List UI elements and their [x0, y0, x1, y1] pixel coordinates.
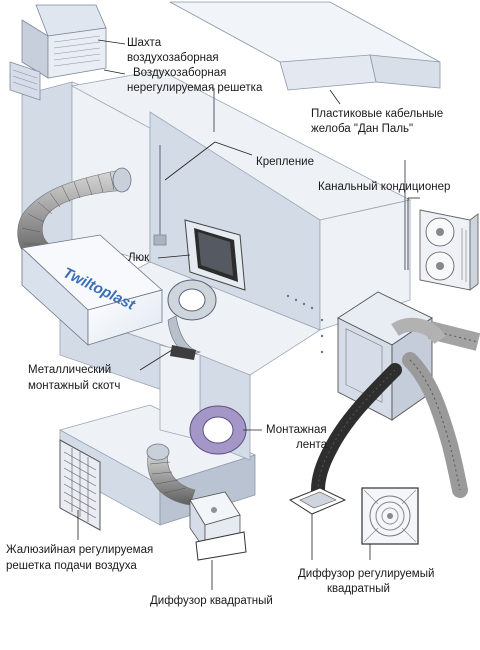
mounting-band	[189, 405, 247, 455]
hangers	[153, 88, 406, 270]
leader-lines	[77, 39, 420, 590]
air-intake-shaft	[9, 4, 107, 101]
flex-duct-right	[311, 317, 480, 498]
louver-grille	[59, 439, 101, 531]
metal-tape-roll	[167, 279, 217, 360]
label-band-line2: лента	[296, 439, 328, 451]
label-intake-grille-line2: нерегулируемая решетка	[127, 82, 263, 94]
labels: Шахта воздухозаборная Воздухозаборная не…	[6, 37, 450, 607]
outdoor-unit	[419, 209, 479, 291]
flex-duct-middle	[146, 443, 196, 506]
label-square-diffuser: Диффузор квадратный	[150, 595, 273, 607]
square-diffuser-box	[189, 491, 247, 561]
label-louver-line1: Жалюзийная регулируемая	[6, 544, 153, 556]
label-cable-tray-line1: Пластиковые кабельные	[311, 108, 443, 120]
label-adj-diffuser-line1: Диффузор регулируемый	[298, 568, 434, 580]
adjustable-square-diffuser	[361, 487, 419, 545]
label-intake-grille-line1: Воздухозаборная	[133, 67, 226, 79]
label-metal-tape-line2: монтажный скотч	[28, 380, 120, 392]
label-metal-tape-line1: Металлический	[28, 364, 111, 376]
label-shaft-line2: воздухозаборная	[127, 52, 219, 64]
cable-tray	[169, 1, 441, 91]
label-conditioner: Канальный кондиционер	[318, 181, 450, 193]
duct-conditioner	[337, 291, 433, 421]
inspection-hatch	[184, 219, 246, 291]
small-diffuser-plate	[288, 487, 347, 515]
label-hatch: Люк	[128, 252, 150, 264]
label-mount: Крепление	[256, 156, 314, 168]
label-cable-tray-line2: желоба "Дан Паль"	[311, 123, 413, 135]
insulation-box: Twiltoplast	[21, 234, 163, 346]
label-louver-line2: решетка подачи воздуха	[6, 560, 137, 572]
label-adj-diffuser-line2: квадратный	[327, 583, 390, 595]
label-shaft-line1: Шахта	[127, 37, 162, 49]
label-band-line1: Монтажная	[266, 424, 327, 436]
